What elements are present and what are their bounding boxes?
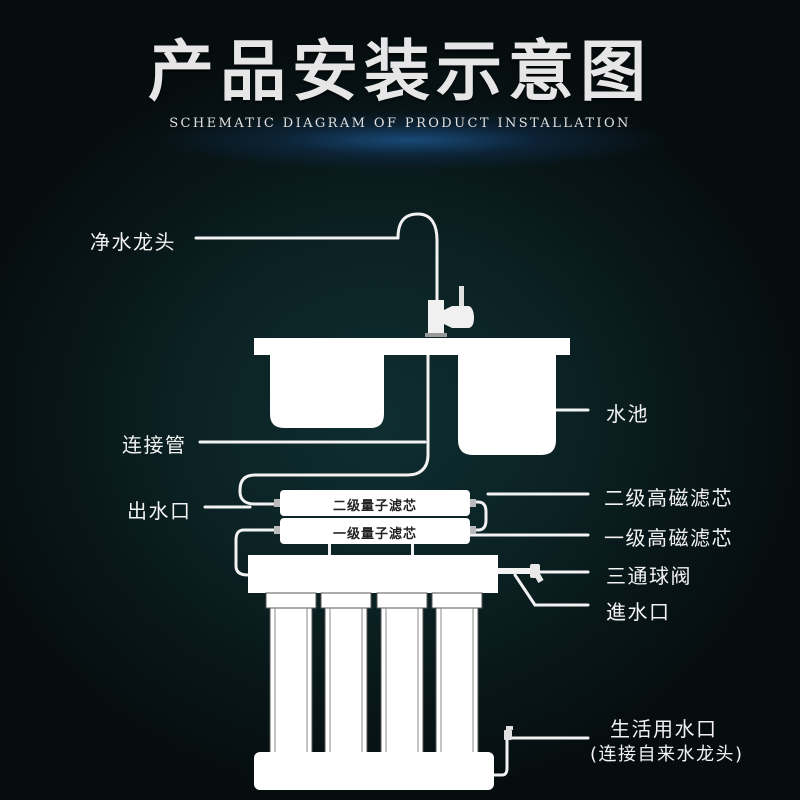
connecting-pipe [238,350,430,506]
sink-basin-right [458,355,556,455]
base-manifold [254,752,494,790]
secondary-quantum-filter [280,490,470,516]
filter-housing-3 [380,607,424,754]
title-glow [150,110,670,170]
primary-quantum-filter [280,518,470,544]
page-subtitle: SCHEMATIC DIAGRAM OF PRODUCT INSTALLATIO… [169,116,631,131]
inlet-label: 進水口 [606,600,671,624]
domestic-outlet-label: 生活用水口 [610,717,718,741]
domestic-outlet-note: (连接自来水龙头) [590,744,744,765]
filter-u-connector [468,500,488,532]
page-title: 产品安装示意图 [148,33,652,110]
top-manifold [248,555,498,593]
inlet-diagonal-line [513,573,537,607]
faucet-label: 净水龙头 [90,230,176,254]
secondary-magnetic-filter-label: 二级高磁滤芯 [604,486,733,510]
countertop [254,338,570,355]
three-way-ball-valve-icon [530,564,544,583]
filter-housing-4 [435,607,479,754]
primary-magnetic-filter-label: 一级高磁滤芯 [604,526,733,550]
connecting-pipe-label: 连接管 [122,433,187,457]
outlet-label: 出水口 [127,499,192,523]
faucet-icon [425,286,474,337]
domestic-outlet-pipe [492,736,509,777]
three-way-valve-label: 三通球阀 [606,564,692,588]
faucet-gooseneck-icon [396,212,439,302]
primary-quantum-filter-label: 一级量子滤芯 [332,527,417,542]
domestic-outlet-tap-icon [504,726,513,740]
filter-housing-1 [269,607,313,754]
secondary-quantum-filter-label: 二级量子滤芯 [332,499,417,514]
sink-label: 水池 [606,402,649,426]
left-return-pipe [234,528,282,577]
sink-basin-left [270,355,384,428]
filter-housing-2 [324,607,368,754]
